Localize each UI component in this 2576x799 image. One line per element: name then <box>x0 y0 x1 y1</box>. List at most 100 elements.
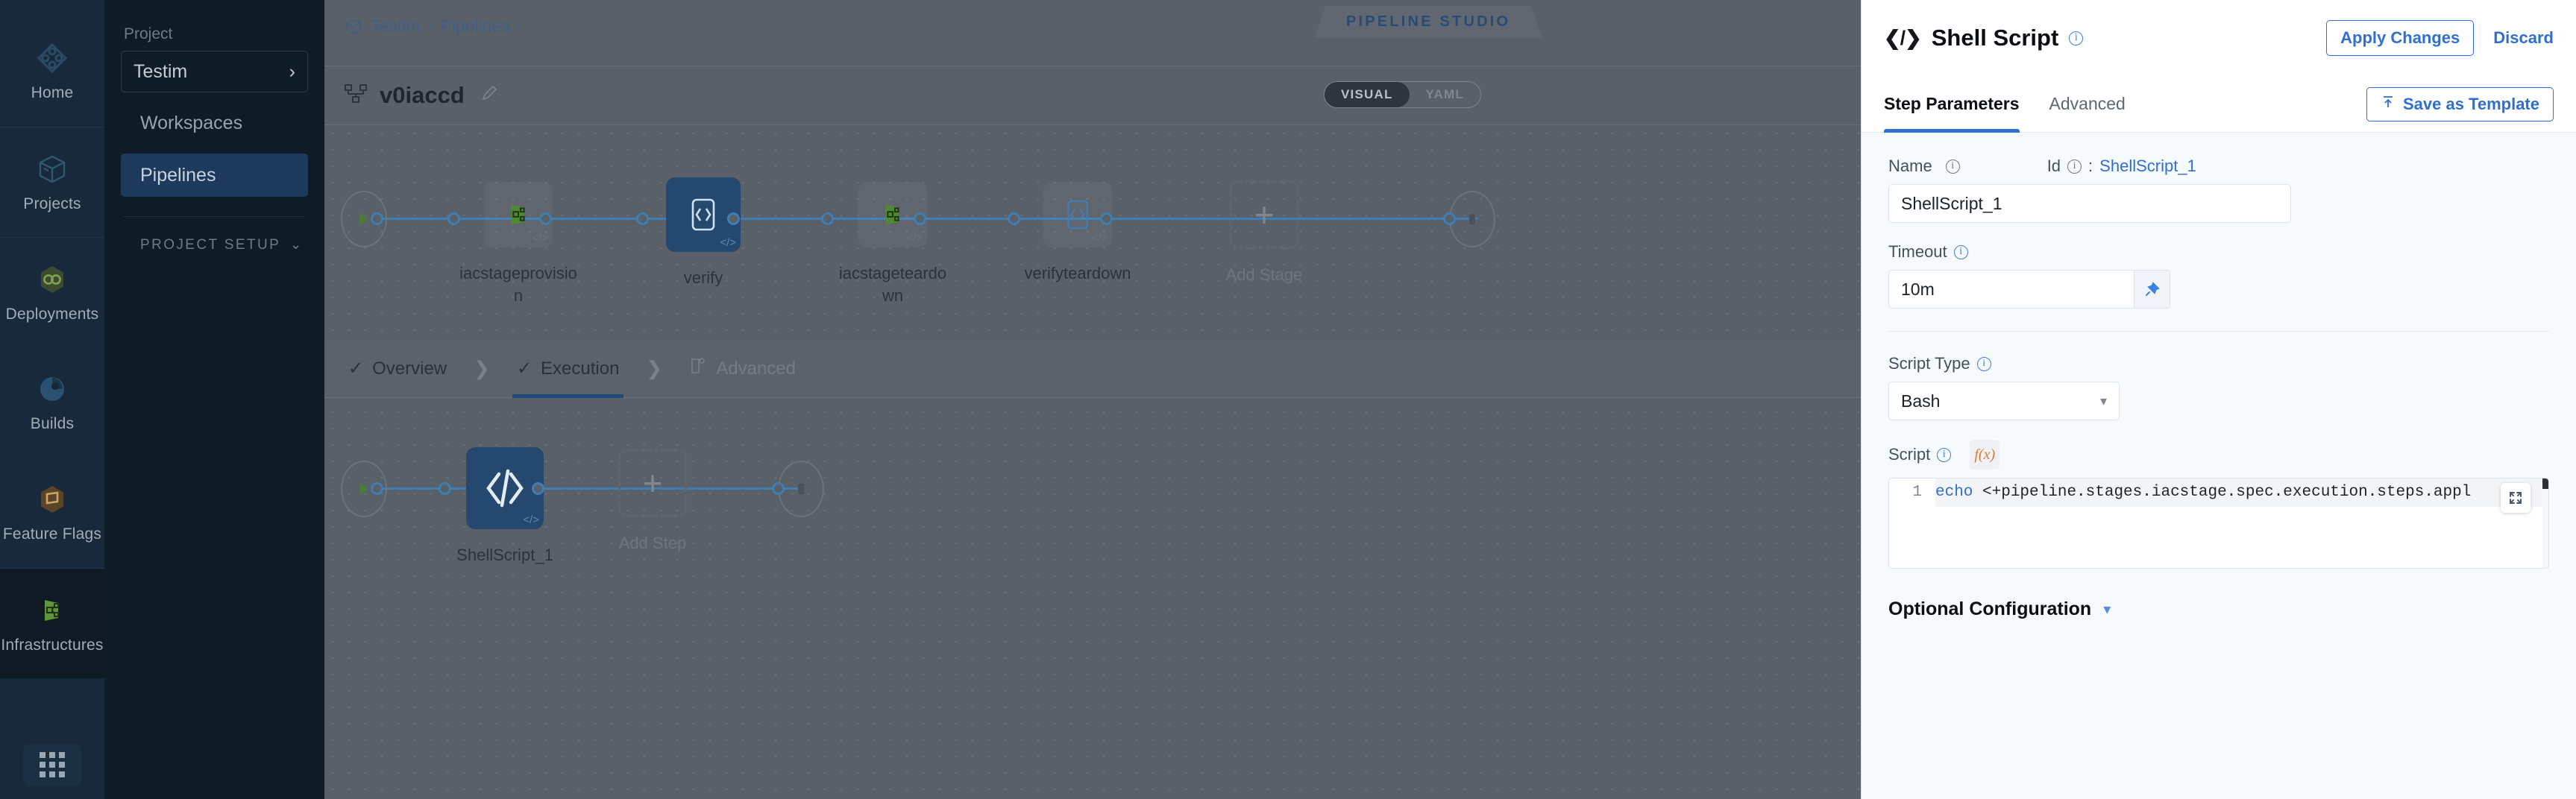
step-start-node[interactable] <box>341 461 387 517</box>
view-mode-toggle[interactable]: VISUAL YAML <box>1324 81 1481 108</box>
cube-icon <box>344 17 363 37</box>
save-as-template-button[interactable]: Save as Template <box>2366 86 2554 121</box>
info-icon[interactable]: i <box>2067 159 2082 174</box>
step-label: ShellScript_1 <box>456 546 553 564</box>
breadcrumb-pipelines[interactable]: Pipelines <box>440 16 510 36</box>
chevron-right-icon: › <box>289 60 295 82</box>
code-icon: ❮/❯ <box>1884 26 1922 49</box>
info-icon[interactable]: i <box>1953 244 1968 259</box>
tab-execution-label: Execution <box>541 358 620 379</box>
fx-expression-button[interactable]: f(x) <box>1970 440 2000 470</box>
add-stage-button[interactable]: + Add Stage <box>1204 180 1324 286</box>
code-icon: </> <box>523 514 539 526</box>
script-type-label: Script Type <box>1888 354 1970 373</box>
step-id-value[interactable]: ShellScript_1 <box>2099 157 2196 175</box>
pencil-icon[interactable] <box>480 83 499 108</box>
tab-advanced-label: Advanced <box>716 358 796 379</box>
tab-step-parameters[interactable]: Step Parameters <box>1884 76 2020 133</box>
info-icon[interactable]: i <box>1945 159 1960 174</box>
script-label-row: Script i f(x) <box>1888 440 2549 470</box>
rail-item-feature-flags[interactable]: Feature Flags <box>0 458 104 568</box>
pipeline-end-node[interactable] <box>1449 191 1495 247</box>
tab-advanced[interactable]: Advanced <box>685 340 800 398</box>
upload-icon <box>2381 95 2396 114</box>
stage-node-box[interactable]: </> <box>858 182 927 247</box>
stage-connector-line <box>375 218 1477 220</box>
stage-label: iacstageteardo wn <box>838 264 947 305</box>
script-code-text: <+pipeline.stages.iacstage.spec.executio… <box>1973 484 2472 501</box>
info-icon[interactable]: i <box>1976 356 1991 371</box>
rail-label-deployments: Deployments <box>5 305 99 323</box>
pipeline-start-node[interactable] <box>341 191 387 247</box>
rail-item-home[interactable]: Home <box>0 16 104 127</box>
rail-label-infrastructures: Infrastructures <box>1 636 104 654</box>
code-icon: </> <box>720 236 736 249</box>
step-end-node[interactable] <box>778 461 824 517</box>
add-stage-box[interactable]: + <box>1230 180 1298 249</box>
project-setup-label: PROJECT SETUP <box>140 236 281 253</box>
step-node-shellscript-1[interactable]: </> ShellScript_1 <box>445 447 565 566</box>
sidebar-item-pipelines[interactable]: Pipelines <box>121 154 308 197</box>
pipeline-header: v0iaccd VISUAL YAML <box>324 66 2576 125</box>
editor-scrollbar[interactable] <box>2542 479 2548 568</box>
script-keyword: echo <box>1935 484 1973 501</box>
info-icon[interactable]: i <box>1937 447 1952 462</box>
script-type-select[interactable]: Bash ▾ <box>1888 382 2120 420</box>
rail-item-infrastructures[interactable]: Infrastructures <box>0 568 104 678</box>
discard-button[interactable]: Discard <box>2493 28 2554 47</box>
view-mode-visual[interactable]: VISUAL <box>1325 82 1410 107</box>
code-icon: </> <box>532 232 548 244</box>
script-type-value: Bash <box>1901 391 1941 411</box>
timeout-field-group: Timeout i 10m <box>1888 242 2549 309</box>
tab-execution[interactable]: ✓ Execution <box>512 340 624 398</box>
rail-label-projects: Projects <box>23 195 81 212</box>
add-step-button[interactable]: + Add Step <box>593 449 712 555</box>
project-name: Testim <box>133 60 188 82</box>
line-number: 1 <box>1912 484 1922 501</box>
plus-icon: + <box>642 464 663 502</box>
pushpin-icon[interactable] <box>2134 270 2170 309</box>
page-title: v0iaccd <box>380 82 465 108</box>
timeout-input[interactable]: 10m <box>1888 270 2134 309</box>
script-editor[interactable]: 1 echo <+pipeline.stages.iacstage.spec.e… <box>1888 478 2549 569</box>
step-row: </> ShellScript_1 + Add Step <box>324 423 2576 564</box>
project-setup-section[interactable]: PROJECT SETUP ⌄ <box>121 217 308 253</box>
info-icon[interactable]: i <box>2069 31 2084 45</box>
name-input[interactable]: ShellScript_1 <box>1888 184 2291 223</box>
tab-overview[interactable]: ✓ Overview <box>344 340 451 398</box>
panel-title-group: ❮/❯ Shell Script i <box>1884 25 2084 51</box>
stage-node-verifyteardown[interactable]: </> verifyteardown <box>1018 182 1137 285</box>
stage-label: verify <box>683 268 723 287</box>
grid-apps-icon[interactable] <box>23 744 81 786</box>
stage-port <box>1008 212 1020 225</box>
sidebar-item-workspaces[interactable]: Workspaces <box>140 112 243 133</box>
rail-item-projects[interactable]: Projects <box>0 127 104 237</box>
project-selector[interactable]: Testim › <box>121 51 308 92</box>
stage-label: verifyteardown <box>1024 264 1131 282</box>
tab-panel-advanced[interactable]: Advanced <box>2049 94 2126 113</box>
add-stage-label: Add Stage <box>1225 265 1303 284</box>
stage-node-verify[interactable]: </> verify <box>644 177 763 289</box>
add-step-box[interactable]: + <box>618 449 687 517</box>
chevron-down-icon: ▾ <box>2099 393 2107 408</box>
breadcrumb: Testim › Pipelines › <box>344 16 523 37</box>
script-code-line[interactable]: echo <+pipeline.stages.iacstage.spec.exe… <box>1935 479 2548 507</box>
expand-icon[interactable] <box>2501 483 2531 513</box>
id-separator: : <box>2088 157 2093 175</box>
code-icon: </> <box>1091 232 1108 244</box>
cube-icon <box>35 152 69 186</box>
rail-item-deployments[interactable]: Deployments <box>0 237 104 347</box>
optional-configuration-section[interactable]: Optional Configuration ▾ <box>1888 599 2549 620</box>
step-config-panel: ❮/❯ Shell Script i Apply Changes Discard… <box>1861 0 2576 799</box>
step-node-box-selected[interactable]: </> <box>466 447 544 529</box>
breadcrumb-testim[interactable]: Testim <box>371 16 421 36</box>
infrastructure-icon <box>35 593 69 628</box>
view-mode-yaml[interactable]: YAML <box>1425 87 1464 101</box>
pipeline-studio-tag: PIPELINE STUDIO <box>1315 6 1542 37</box>
id-label: Id <box>2046 157 2061 175</box>
stage-node-iacstageteardown[interactable]: </> iacstageteardo wn <box>833 182 952 306</box>
stage-node-iacstageprovision[interactable]: </> iacstageprovisio n <box>459 182 578 306</box>
apply-changes-button[interactable]: Apply Changes <box>2326 20 2475 56</box>
rail-item-builds[interactable]: Builds <box>0 347 104 458</box>
step-port <box>772 482 785 495</box>
